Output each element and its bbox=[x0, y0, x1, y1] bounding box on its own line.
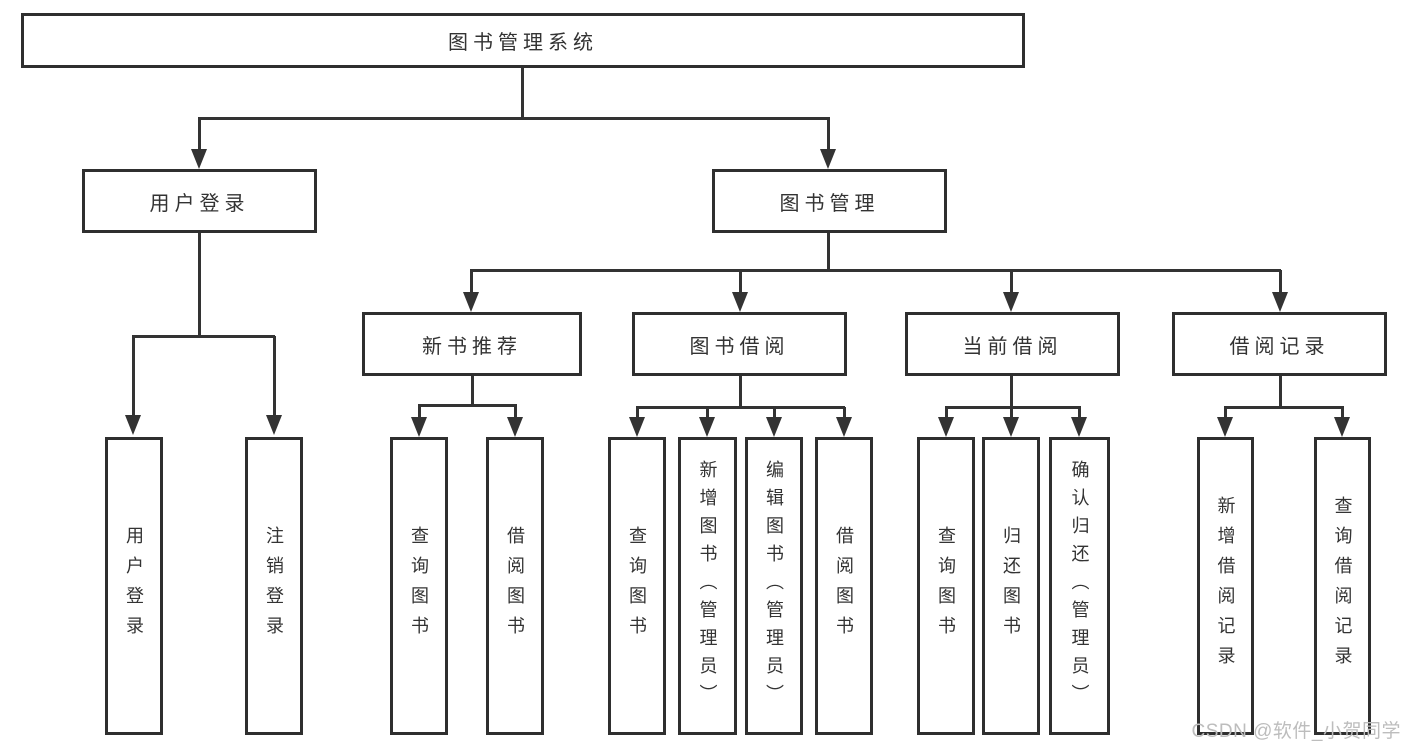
connector-borrow-branch bbox=[636, 406, 845, 409]
node-current-borrowing: 当前借阅 bbox=[905, 312, 1120, 376]
connector-arrow-stem bbox=[514, 405, 517, 417]
connector-arrow-stem bbox=[470, 270, 473, 292]
connector-book-mgmt-stem bbox=[827, 233, 830, 270]
arrowhead-to-leaf-add-book bbox=[699, 417, 715, 437]
arrowhead-to-leaf-query-borrow-record bbox=[1334, 417, 1350, 437]
arrowhead-to-leaf-logout bbox=[266, 415, 282, 435]
leaf-edit-book-admin: 编辑图书（管理员） bbox=[745, 437, 803, 735]
node-library-management-system: 图书管理系统 bbox=[21, 13, 1025, 68]
leaf-label: 确认归还（管理员） bbox=[1069, 460, 1090, 712]
connector-arrow-stem bbox=[636, 407, 639, 417]
leaf-label: 新增图书（管理员） bbox=[697, 460, 718, 712]
leaf-label: 借阅图书 bbox=[834, 526, 854, 646]
arrowhead-to-new-book-recommendation bbox=[463, 292, 479, 312]
node-label: 图书管理 bbox=[779, 192, 880, 215]
connector-current-stem bbox=[1010, 376, 1013, 407]
leaf-label: 编辑图书（管理员） bbox=[764, 460, 784, 712]
arrowhead-to-leaf-query-books-2 bbox=[629, 417, 645, 437]
arrowhead-to-leaf-borrow-books-1 bbox=[507, 417, 523, 437]
connector-arrow-stem bbox=[843, 407, 846, 417]
arrowhead-to-borrowing-records bbox=[1272, 292, 1288, 312]
leaf-label: 查询图书 bbox=[627, 526, 647, 646]
arrowhead-to-user-login bbox=[191, 149, 207, 169]
node-user-login: 用户登录 bbox=[82, 169, 317, 233]
arrowhead-to-leaf-query-books-3 bbox=[938, 417, 954, 437]
connector-borrow-stem bbox=[739, 376, 742, 407]
leaf-label: 查询借阅记录 bbox=[1332, 496, 1353, 676]
node-new-book-recommendation: 新书推荐 bbox=[362, 312, 582, 376]
node-borrowing-records: 借阅记录 bbox=[1172, 312, 1387, 376]
leaf-return-books: 归还图书 bbox=[982, 437, 1040, 735]
node-label: 用户登录 bbox=[149, 192, 250, 215]
node-book-management: 图书管理 bbox=[712, 169, 947, 233]
connector-arrow-stem bbox=[132, 336, 135, 415]
leaf-user-login: 用户登录 bbox=[105, 437, 163, 735]
connector-arrow-stem bbox=[945, 407, 948, 417]
leaf-label: 借阅图书 bbox=[505, 526, 525, 646]
connector-root-branch bbox=[198, 117, 830, 120]
leaf-query-books-1: 查询图书 bbox=[390, 437, 448, 735]
leaf-add-borrow-record: 新增借阅记录 bbox=[1197, 437, 1254, 735]
connector-arrow-stem bbox=[1341, 407, 1344, 417]
leaf-label: 查询图书 bbox=[936, 526, 956, 646]
connector-records-branch bbox=[1224, 406, 1344, 409]
connector-user-login-branch bbox=[132, 335, 275, 338]
connector-root-stem bbox=[521, 68, 524, 118]
arrowhead-to-leaf-borrow-books-2 bbox=[836, 417, 852, 437]
leaf-label: 注销登录 bbox=[264, 526, 284, 646]
leaf-logout: 注销登录 bbox=[245, 437, 303, 735]
connector-records-stem bbox=[1279, 376, 1282, 407]
node-label: 借阅记录 bbox=[1229, 335, 1330, 358]
leaf-borrow-books-2: 借阅图书 bbox=[815, 437, 873, 735]
leaf-query-books-2: 查询图书 bbox=[608, 437, 666, 735]
leaf-label: 归还图书 bbox=[1001, 526, 1021, 646]
connector-new-books-branch bbox=[418, 404, 517, 407]
leaf-confirm-return-admin: 确认归还（管理员） bbox=[1049, 437, 1110, 735]
arrowhead-to-book-borrowing bbox=[732, 292, 748, 312]
connector-arrow-stem bbox=[706, 407, 709, 417]
arrowhead-to-current-borrowing bbox=[1003, 292, 1019, 312]
arrowhead-to-leaf-confirm-return bbox=[1071, 417, 1087, 437]
leaf-query-books-3: 查询图书 bbox=[917, 437, 975, 735]
node-label: 当前借阅 bbox=[962, 335, 1063, 358]
connector-arrow-stem bbox=[1224, 407, 1227, 417]
leaf-add-book-admin: 新增图书（管理员） bbox=[678, 437, 737, 735]
connector-arrow-stem bbox=[1078, 407, 1081, 417]
watermark-csdn: CSDN @软件_小贺同学 bbox=[1191, 721, 1401, 742]
arrowhead-to-leaf-add-borrow-record bbox=[1217, 417, 1233, 437]
node-label: 新书推荐 bbox=[422, 335, 522, 358]
arrowhead-to-leaf-return-books bbox=[1003, 417, 1019, 437]
connector-arrow-stem bbox=[1010, 407, 1013, 417]
arrowhead-to-book-management bbox=[820, 149, 836, 169]
node-label: 图书借阅 bbox=[689, 335, 790, 358]
connector-arrow-stem bbox=[1279, 270, 1282, 292]
connector-new-books-stem bbox=[471, 376, 474, 405]
connector-arrow-stem bbox=[418, 405, 421, 417]
leaf-borrow-books-1: 借阅图书 bbox=[486, 437, 544, 735]
arrowhead-to-leaf-user-login bbox=[125, 415, 141, 435]
connector-arrow-stem bbox=[739, 270, 742, 292]
arrowhead-to-leaf-edit-book bbox=[766, 417, 782, 437]
leaf-label: 新增借阅记录 bbox=[1215, 496, 1236, 676]
connector-user-login-stem bbox=[198, 233, 201, 336]
leaf-label: 用户登录 bbox=[124, 526, 144, 646]
connector-arrow-stem bbox=[273, 336, 276, 415]
leaf-label: 查询图书 bbox=[409, 526, 429, 646]
connector-book-mgmt-branch bbox=[470, 269, 1281, 272]
node-label: 图书管理系统 bbox=[448, 32, 598, 54]
arrowhead-to-leaf-query-books-1 bbox=[411, 417, 427, 437]
connector-arrow-stem bbox=[827, 118, 830, 149]
connector-arrow-stem bbox=[198, 118, 201, 149]
connector-arrow-stem bbox=[773, 407, 776, 417]
connector-arrow-stem bbox=[1010, 270, 1013, 292]
connector-current-branch bbox=[945, 406, 1081, 409]
leaf-query-borrow-record: 查询借阅记录 bbox=[1314, 437, 1371, 735]
node-book-borrowing: 图书借阅 bbox=[632, 312, 847, 376]
